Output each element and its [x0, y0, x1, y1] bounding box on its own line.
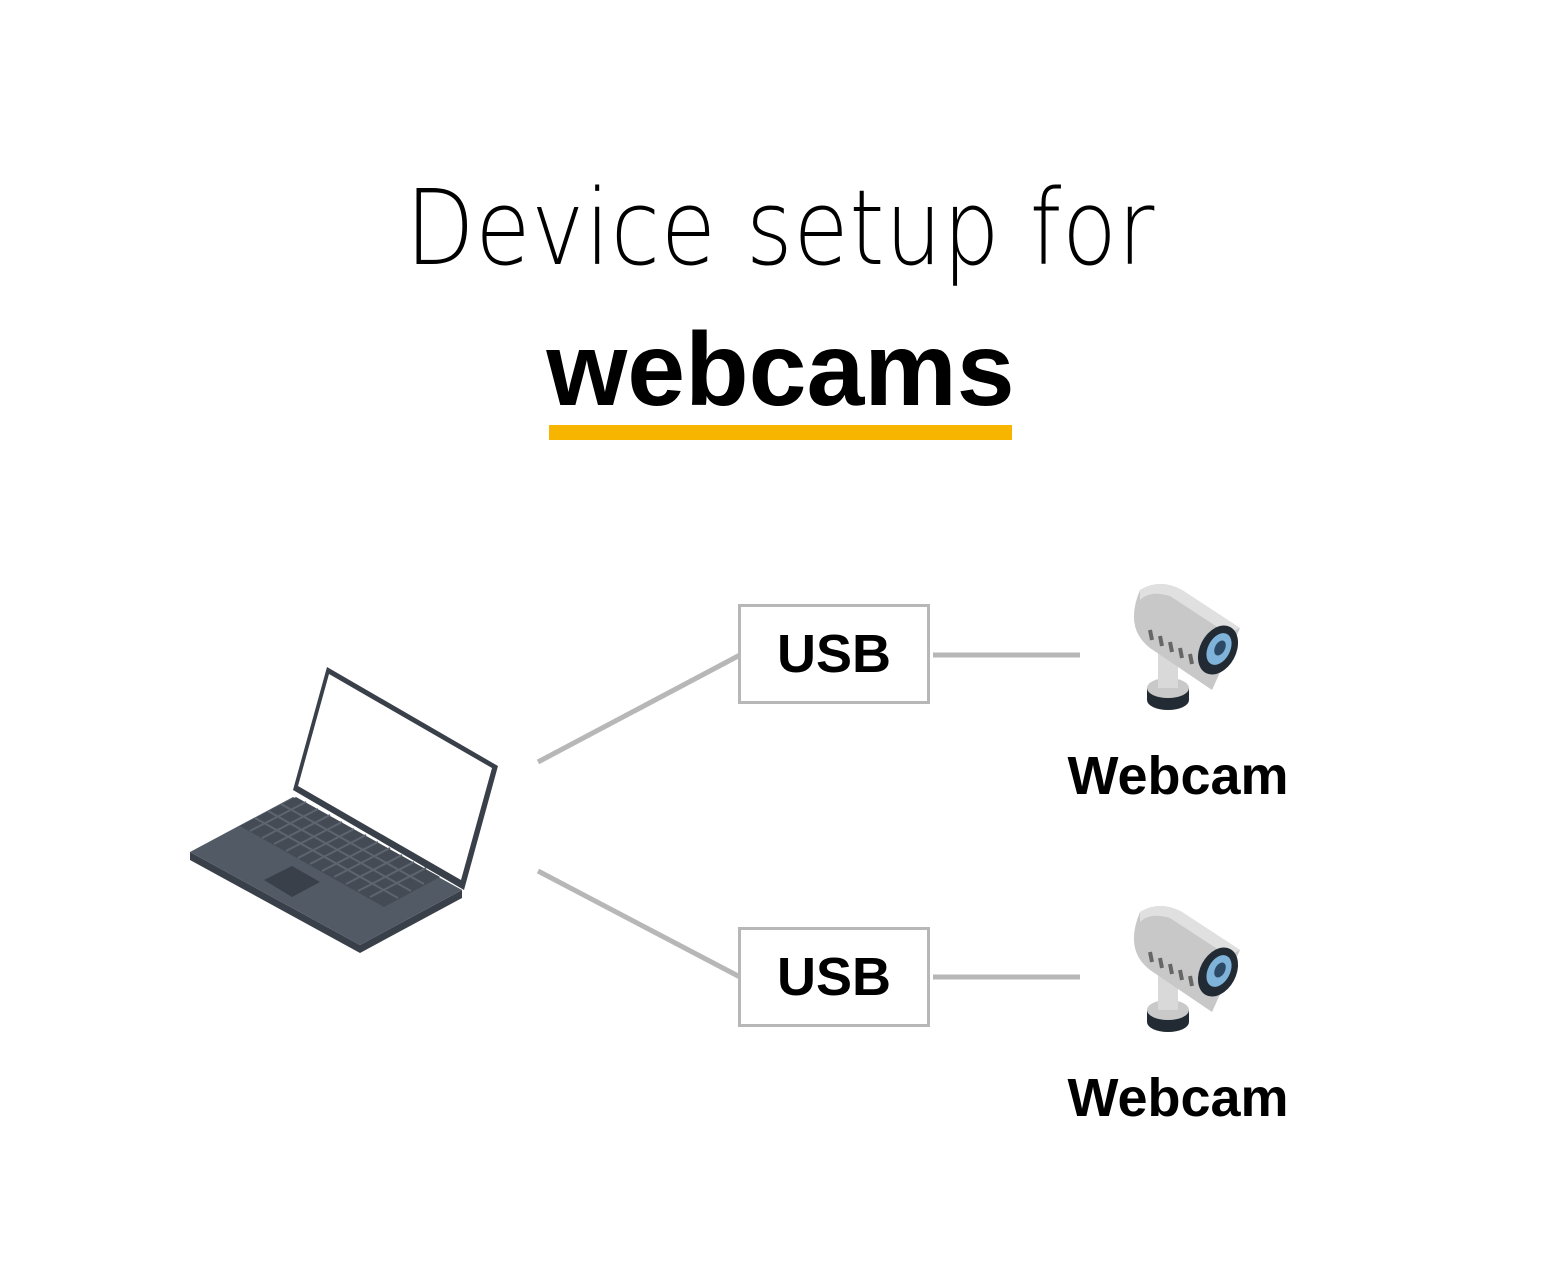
usb-label-1: USB: [776, 624, 891, 684]
title-line-1: Device setup for: [405, 167, 1156, 289]
connector-laptop-usb-2: [536, 868, 742, 980]
security-camera-icon: [1133, 584, 1240, 710]
connector-laptop-usb-1: [536, 652, 742, 765]
webcam-label-1: Webcam: [1067, 746, 1289, 806]
title-line-2: webcams: [546, 312, 1015, 428]
security-camera-icon: [1133, 906, 1240, 1032]
usb-port-box-1: USB: [738, 604, 930, 704]
usb-port-box-2: USB: [738, 927, 930, 1027]
webcam-label-2: Webcam: [1067, 1068, 1289, 1128]
laptop-icon: [190, 667, 498, 953]
usb-label-2: USB: [776, 947, 891, 1007]
title-underline: [549, 425, 1012, 440]
connector-lines: [536, 652, 1080, 980]
